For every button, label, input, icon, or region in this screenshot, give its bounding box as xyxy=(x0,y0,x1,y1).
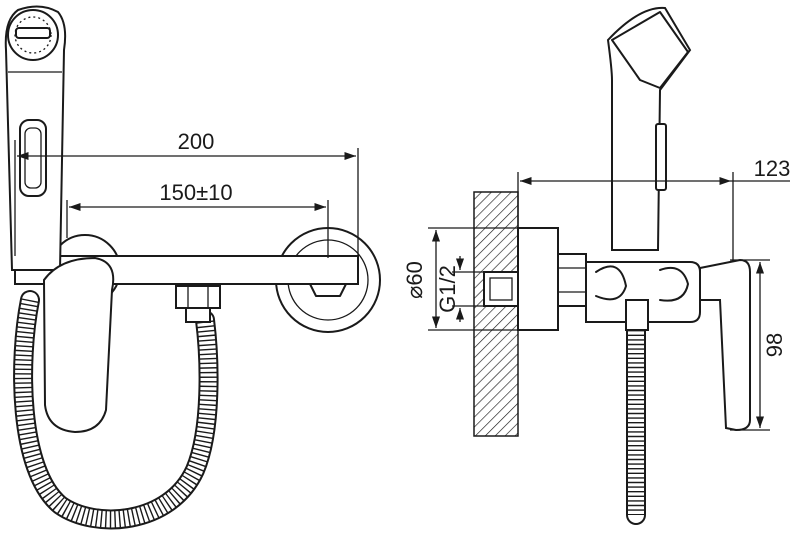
dimension-label-150: 150±10 xyxy=(159,180,232,205)
holder-body xyxy=(585,261,701,323)
dimension-thread: G1/2 xyxy=(435,256,484,322)
front-hose xyxy=(13,290,219,530)
dimension-height: 98 xyxy=(730,259,787,431)
side-lever xyxy=(699,258,751,432)
front-view: 200 150±10 xyxy=(4,5,381,530)
wall-section xyxy=(473,191,519,437)
wall-body xyxy=(517,227,559,331)
dimension-depth: 123 xyxy=(517,156,791,262)
dimension-label-thread: G1/2 xyxy=(435,265,460,313)
hose-connector-nut xyxy=(175,285,221,323)
dimension-diameter: ⌀60 xyxy=(402,227,518,331)
lever-handle xyxy=(42,256,115,434)
side-view: 123 98 ⌀60 G1/2 xyxy=(402,6,791,525)
dimension-label-123: 123 xyxy=(754,156,791,181)
dimension-label-diameter: ⌀60 xyxy=(402,261,427,299)
shower-head-front xyxy=(4,5,67,271)
dimension-center-distance: 150±10 xyxy=(66,180,329,258)
side-hex-nut xyxy=(557,253,587,307)
dimension-label-200: 200 xyxy=(178,129,215,154)
dimension-overall-width: 200 xyxy=(14,129,359,256)
dimension-label-98: 98 xyxy=(762,333,787,357)
side-hose xyxy=(625,299,649,525)
shower-head-side xyxy=(606,6,692,251)
